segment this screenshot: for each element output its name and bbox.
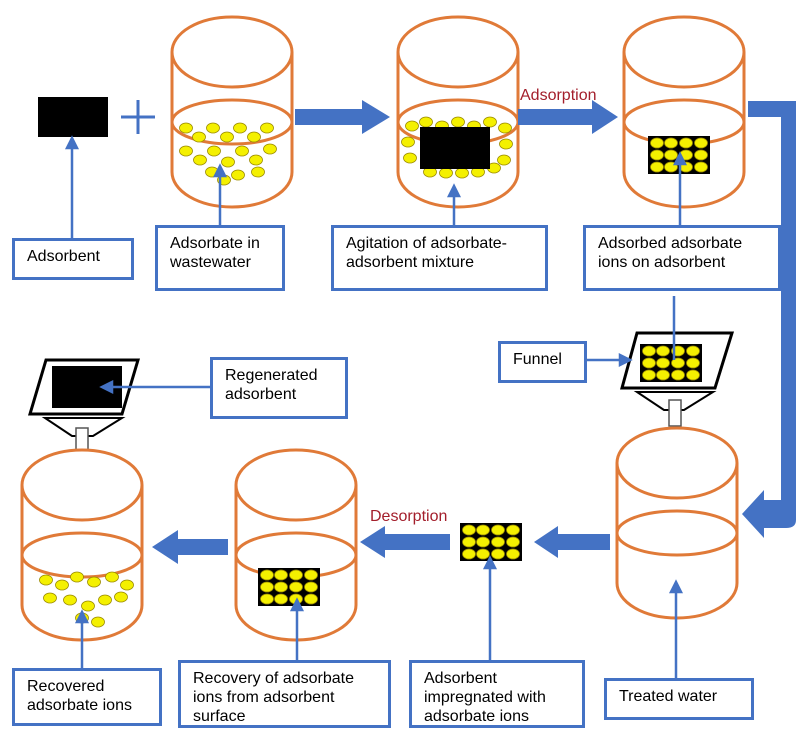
adsorbent-in-mixture — [420, 127, 490, 169]
label-impregnated: Adsorbent impregnated with adsorbate ion… — [409, 660, 585, 728]
flow-arrow-1 — [295, 100, 390, 134]
return-arrow — [742, 101, 796, 538]
flow-arrow-3 — [534, 526, 610, 558]
label-regenerated: Regenerated adsorbent — [210, 357, 348, 419]
plus-sign — [121, 100, 155, 134]
label-adsorbate-in-wastewater: Adsorbate in wastewater — [155, 225, 285, 291]
adsorbent-block — [38, 97, 108, 137]
flow-arrow-5 — [152, 530, 228, 564]
impregnated-adsorbent — [460, 523, 522, 561]
beaker-agitation — [396, 15, 520, 209]
label-funnel: Funnel — [498, 341, 587, 383]
beaker-adsorbed — [622, 15, 746, 209]
label-recovered-ions: Recovered adsorbate ions — [12, 668, 162, 726]
flow-arrow-desorption — [360, 526, 450, 558]
desorption-caption: Desorption — [370, 508, 448, 525]
adsorbent-in-eluent — [258, 568, 320, 606]
flow-arrow-adsorption — [518, 100, 618, 134]
label-recovery: Recovery of adsorbate ions from adsorben… — [178, 660, 391, 728]
label-treated-water: Treated water — [604, 678, 754, 720]
label-agitation: Agitation of adsorbate- adsorbent mixtur… — [331, 225, 548, 291]
adsorption-caption: Adsorption — [520, 87, 597, 104]
funnel — [620, 331, 735, 427]
label-adsorbed-ions: Adsorbed adsorbate ions on adsorbent — [583, 225, 781, 291]
label-adsorbent: Adsorbent — [12, 238, 134, 280]
pointer-lines — [64, 135, 688, 678]
regeneration-funnel — [27, 358, 141, 455]
beaker-wastewater — [170, 15, 294, 209]
